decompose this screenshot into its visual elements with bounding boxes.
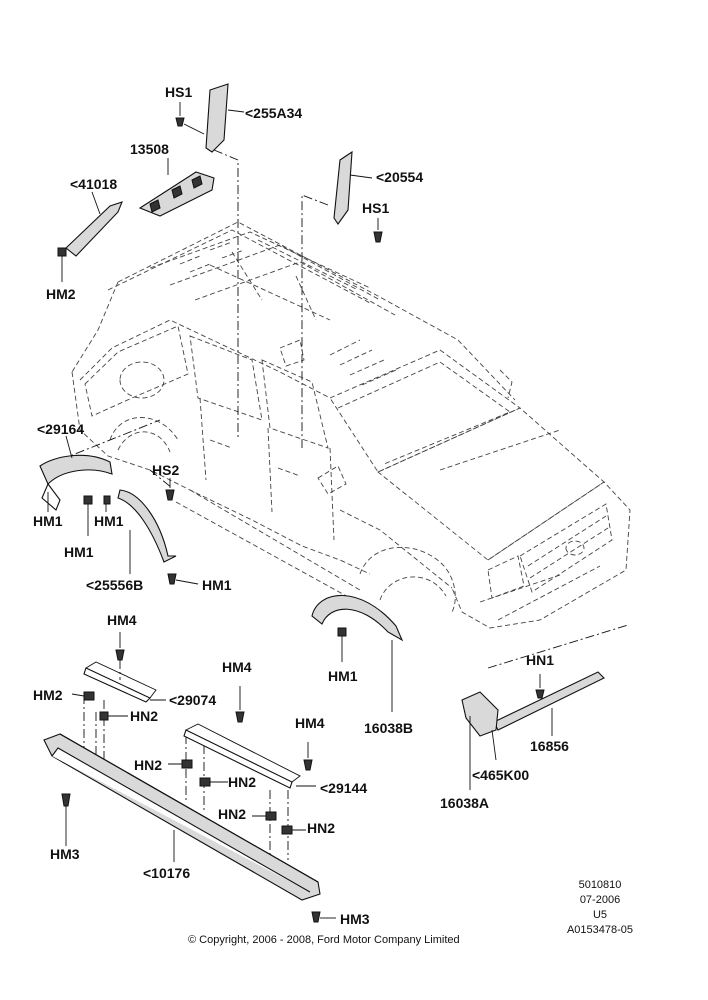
label-25556b: <25556B xyxy=(86,577,144,593)
reference-block: 5010810 07-2006 U5 A0153478-05 xyxy=(560,878,640,938)
reference-code: U5 xyxy=(592,909,608,921)
label-hm1-b: HM1 xyxy=(94,513,124,529)
part-465k00 xyxy=(461,691,499,790)
part-25556b xyxy=(117,478,199,585)
part-255a34 xyxy=(205,83,229,153)
screw-hs1-top xyxy=(175,102,205,135)
part-29164 xyxy=(39,435,113,536)
label-29144: <29144 xyxy=(320,780,368,796)
label-41018: <41018 xyxy=(70,176,118,192)
label-hn2-e: HN2 xyxy=(307,820,336,836)
label-hm3-bottom: HM3 xyxy=(340,911,370,927)
label-hn2-d: HN2 xyxy=(218,806,247,822)
part-29144 xyxy=(168,686,316,835)
screw-hs1-right xyxy=(373,218,383,243)
part-16856 xyxy=(493,671,605,736)
label-16856: 16856 xyxy=(530,738,569,754)
label-hn1: HN1 xyxy=(526,652,555,668)
reference-number: 5010810 xyxy=(578,879,622,891)
part-10176 xyxy=(43,733,321,901)
label-hm4-a: HM4 xyxy=(107,612,137,628)
alignment-lines xyxy=(59,149,629,860)
part-41018 xyxy=(57,191,123,282)
label-29074: <29074 xyxy=(169,692,217,708)
label-hm2-top: HM2 xyxy=(46,286,76,302)
label-hm1-e: HM1 xyxy=(328,668,358,684)
label-hn2-b: HN2 xyxy=(134,757,163,773)
illustration-number: A0153478-05 xyxy=(566,924,634,936)
label-465k00: <465K00 xyxy=(472,767,530,783)
part-29074 xyxy=(71,632,166,721)
label-hn2-a: HN2 xyxy=(130,708,159,724)
label-10176: <10176 xyxy=(143,865,191,881)
label-255a34: <255A34 xyxy=(245,105,303,121)
part-13508 xyxy=(138,158,215,217)
copyright-text: © Copyright, 2006 - 2008, Ford Motor Com… xyxy=(188,934,460,946)
vehicle-outline xyxy=(71,221,631,629)
part-16038b xyxy=(311,594,404,712)
label-hs2: HS2 xyxy=(152,462,180,478)
reference-date: 07-2006 xyxy=(579,894,621,906)
label-hs1-top: HS1 xyxy=(165,84,193,100)
label-29164: <29164 xyxy=(37,421,85,437)
label-hm1-c: HM1 xyxy=(64,544,94,560)
label-hm4-b: HM4 xyxy=(222,659,252,675)
label-16038a: 16038A xyxy=(440,795,490,811)
label-hm3-left: HM3 xyxy=(50,846,80,862)
clip-hm3-left xyxy=(61,793,71,846)
label-20554: <20554 xyxy=(376,169,424,185)
label-hm1-d: HM1 xyxy=(202,577,232,593)
label-hn2-c: HN2 xyxy=(228,774,257,790)
part-20554 xyxy=(333,150,353,225)
label-16038b: 16038B xyxy=(364,720,414,736)
clip-hm3-bottom xyxy=(311,911,336,923)
label-13508: 13508 xyxy=(130,141,169,157)
label-hm2-left: HM2 xyxy=(33,687,63,703)
label-hs1-right: HS1 xyxy=(362,200,390,216)
label-hm1-a: HM1 xyxy=(33,513,63,529)
label-hm4-c: HM4 xyxy=(295,715,325,731)
